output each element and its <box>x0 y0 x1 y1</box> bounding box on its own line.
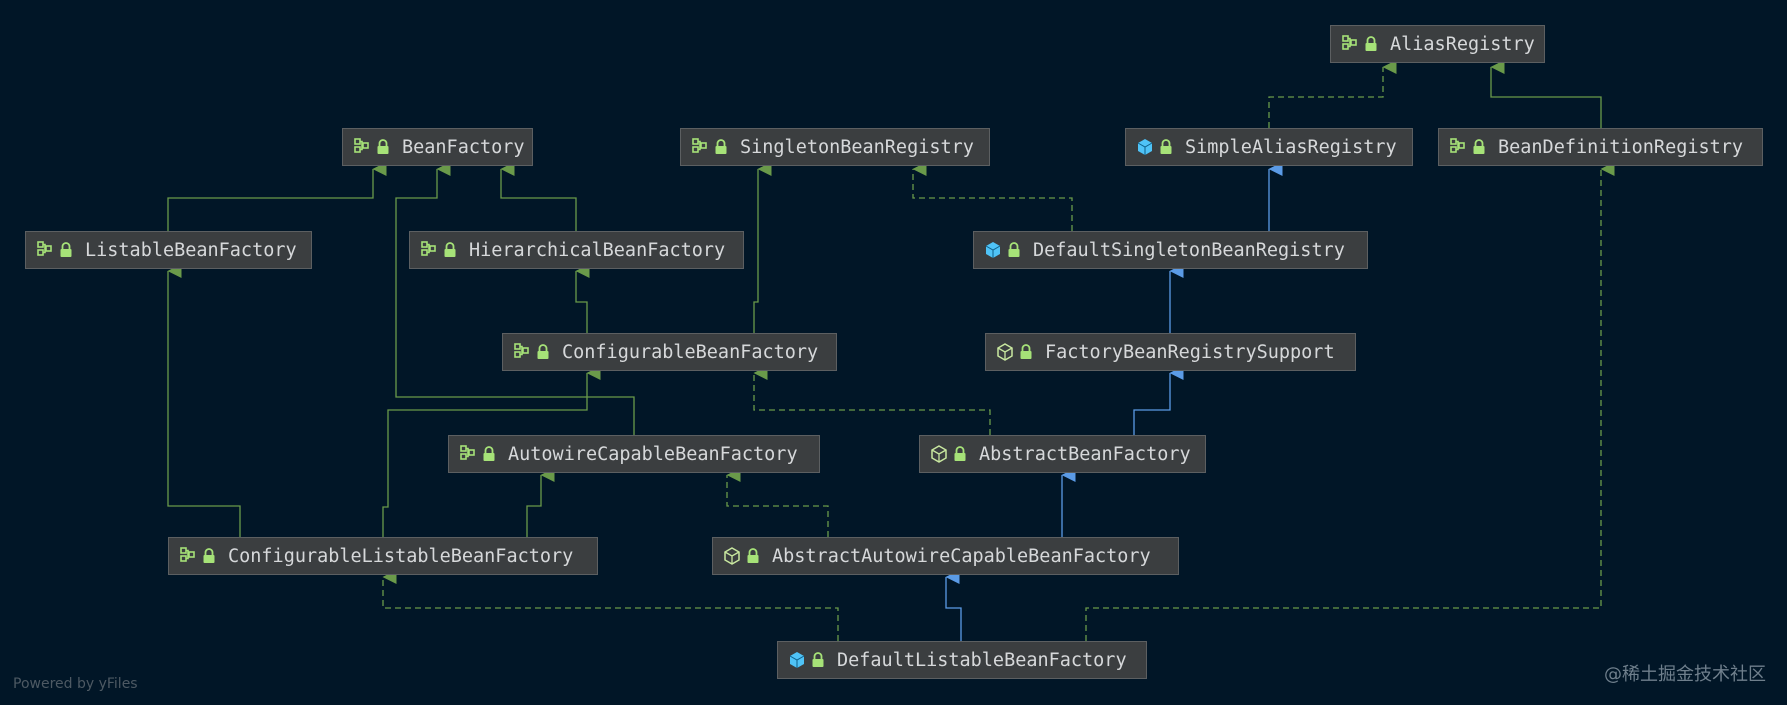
lock-icon <box>59 241 73 259</box>
edge-listablebeanfactory-beanfactory <box>167 162 387 231</box>
edge-autowirecapablebeanfactory-beanfactory <box>395 162 635 435</box>
edge-hierarchicalbeanfactory-beanfactory <box>500 162 577 231</box>
edge-simplealiasregistry-aliasregistry <box>1268 60 1397 128</box>
edge-configurablebeanfactory-singletonbeanregistry <box>753 162 772 333</box>
node-label: DefaultSingletonBeanRegistry <box>1033 239 1345 261</box>
node-hierarchical-bean-factory[interactable]: HierarchicalBeanFactory <box>409 231 744 269</box>
node-bean-definition-registry[interactable]: BeanDefinitionRegistry <box>1438 128 1763 166</box>
lock-icon <box>443 241 457 259</box>
node-label: AbstractAutowireCapableBeanFactory <box>772 545 1151 567</box>
lock-icon <box>1007 241 1021 259</box>
interface-icon <box>419 240 439 260</box>
edge-configurablelistablebeanfactory-listablebeanfactory <box>167 264 241 537</box>
node-default-singleton-bean-registry[interactable]: DefaultSingletonBeanRegistry <box>973 231 1368 269</box>
node-bean-factory[interactable]: BeanFactory <box>342 128 533 166</box>
node-abstract-autowire-capable-bean-factory[interactable]: AbstractAutowireCapableBeanFactory <box>712 537 1179 575</box>
edge-configurablelistablebeanfactory-configurablebeanfactory <box>382 366 601 537</box>
edge-defaultlistablebeanfactory-configurablelistablebeanfactory <box>382 570 839 641</box>
edge-defaultlistablebeanfactory-abstractautowirecapablebeanfactory <box>945 570 962 641</box>
class-icon <box>1135 137 1155 157</box>
edge-abstractbeanfactory-factorybeanregistrysupport <box>1133 366 1184 435</box>
node-label: ConfigurableBeanFactory <box>562 341 819 363</box>
lock-icon <box>1472 138 1486 156</box>
node-label: HierarchicalBeanFactory <box>469 239 726 261</box>
node-default-listable-bean-factory[interactable]: DefaultListableBeanFactory <box>777 641 1147 679</box>
lock-icon <box>1159 138 1173 156</box>
abstract-class-icon <box>929 444 949 464</box>
node-label: BeanDefinitionRegistry <box>1498 136 1744 158</box>
edge-abstractautowirecapablebeanfactory-autowirecapablebeanfactory <box>726 468 829 537</box>
lock-icon <box>1364 35 1378 53</box>
edge-configurablelistablebeanfactory-autowirecapablebeanfactory <box>526 468 555 537</box>
interface-icon <box>178 546 198 566</box>
node-label: SimpleAliasRegistry <box>1185 136 1397 158</box>
node-abstract-bean-factory[interactable]: AbstractBeanFactory <box>919 435 1206 473</box>
lock-icon <box>746 547 760 565</box>
interface-icon <box>1340 34 1360 54</box>
interface-icon <box>458 444 478 464</box>
node-label: AbstractBeanFactory <box>979 443 1191 465</box>
lock-icon <box>1019 343 1033 361</box>
lock-icon <box>376 138 390 156</box>
lock-icon <box>714 138 728 156</box>
node-label: ConfigurableListableBeanFactory <box>228 545 574 567</box>
watermark: @稀土掘金技术社区 <box>1604 664 1766 685</box>
interface-icon <box>1448 137 1468 157</box>
node-label: SingletonBeanRegistry <box>740 136 974 158</box>
node-label: ListableBeanFactory <box>85 239 297 261</box>
interface-icon <box>512 342 532 362</box>
edge-defaultsingletonbeanregistry-singletonbeanregistry <box>912 162 1073 231</box>
node-listable-bean-factory[interactable]: ListableBeanFactory <box>25 231 312 269</box>
node-label: BeanFactory <box>402 136 525 158</box>
interface-icon <box>35 240 55 260</box>
abstract-class-icon <box>995 342 1015 362</box>
lock-icon <box>482 445 496 463</box>
lock-icon <box>536 343 550 361</box>
interface-icon <box>352 137 372 157</box>
lock-icon <box>953 445 967 463</box>
edge-beandefinitionregistry-aliasregistry <box>1490 60 1602 128</box>
node-configurable-bean-factory[interactable]: ConfigurableBeanFactory <box>502 333 837 371</box>
node-singleton-bean-registry[interactable]: SingletonBeanRegistry <box>680 128 990 166</box>
edge-abstractbeanfactory-configurablebeanfactory <box>753 366 991 435</box>
node-configurable-listable-bean-factory[interactable]: ConfigurableListableBeanFactory <box>168 537 598 575</box>
node-autowire-capable-bean-factory[interactable]: AutowireCapableBeanFactory <box>448 435 820 473</box>
node-label: AliasRegistry <box>1390 33 1535 55</box>
node-label: AutowireCapableBeanFactory <box>508 443 798 465</box>
abstract-class-icon <box>722 546 742 566</box>
node-label: FactoryBeanRegistrySupport <box>1045 341 1335 363</box>
edge-defaultlistablebeanfactory-beandefinitionregistry <box>1085 162 1615 641</box>
node-label: DefaultListableBeanFactory <box>837 649 1127 671</box>
edge-configurablebeanfactory-hierarchicalbeanfactory <box>575 264 590 333</box>
node-simple-alias-registry[interactable]: SimpleAliasRegistry <box>1125 128 1413 166</box>
lock-icon <box>202 547 216 565</box>
node-alias-registry[interactable]: AliasRegistry <box>1330 25 1545 63</box>
powered-by-label: Powered by yFiles <box>13 676 138 692</box>
class-icon <box>983 240 1003 260</box>
lock-icon <box>811 651 825 669</box>
node-factory-bean-registry-support[interactable]: FactoryBeanRegistrySupport <box>985 333 1356 371</box>
class-icon <box>787 650 807 670</box>
interface-icon <box>690 137 710 157</box>
